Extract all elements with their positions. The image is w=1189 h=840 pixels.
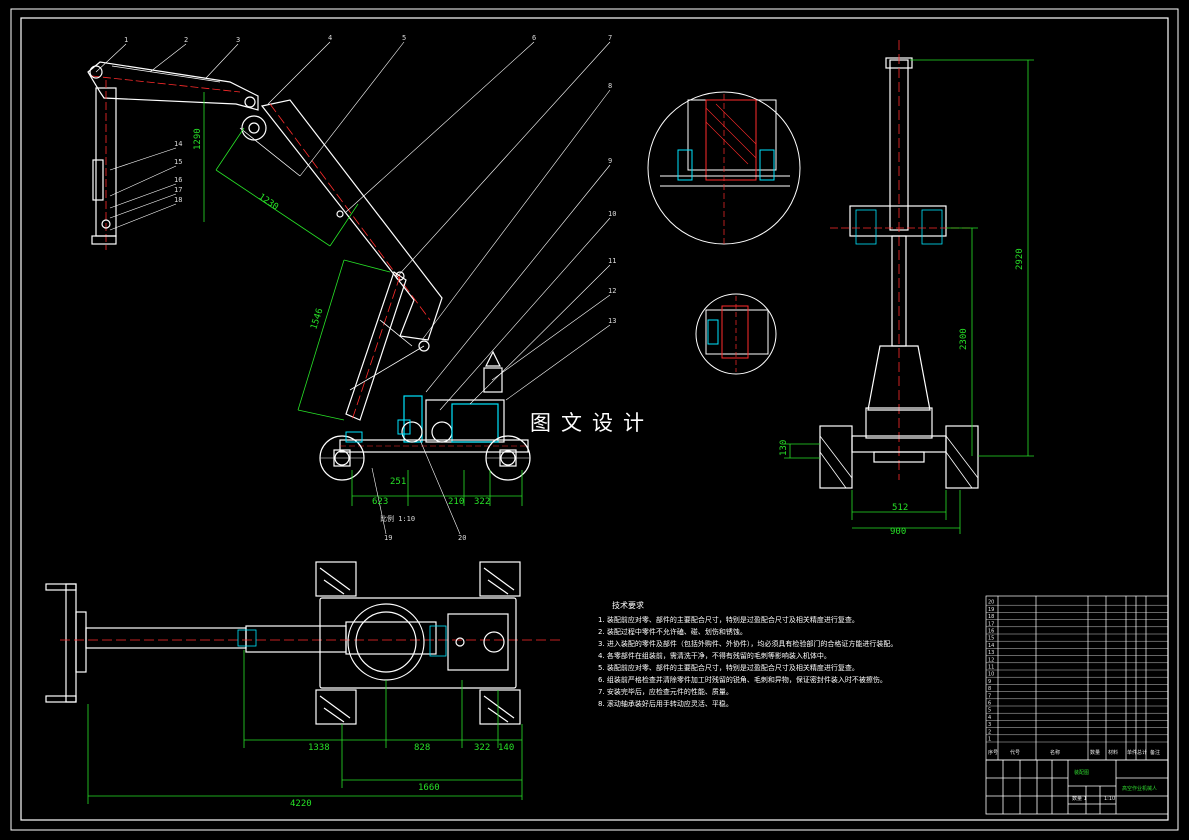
parts-row-number: 8 bbox=[988, 686, 991, 692]
requirement-line: 3. 进入装配的零件及部件（包括外购件、外协件），均必须具有检验部门的合格证方能… bbox=[598, 639, 897, 648]
parts-row-number: 7 bbox=[988, 693, 991, 699]
callout-number: 18 bbox=[174, 196, 182, 204]
callout-number: 14 bbox=[174, 140, 182, 148]
drawing-name: 高空作业机械人 bbox=[1122, 785, 1157, 792]
callout-number: 16 bbox=[174, 176, 182, 184]
outer-border bbox=[10, 8, 1179, 831]
dimension-label: 2920 bbox=[1015, 248, 1025, 270]
callout-number: 1 bbox=[124, 36, 128, 44]
parts-row-number: 18 bbox=[988, 614, 994, 620]
callout-number: 17 bbox=[174, 186, 182, 194]
requirement-line: 6. 组装前严格检查并清除零件加工时残留的锐角、毛刺和异物，保证密封件装入时不被… bbox=[598, 675, 887, 684]
parts-row-number: 6 bbox=[988, 701, 991, 707]
inner-border bbox=[20, 17, 1169, 821]
callout-number: 15 bbox=[174, 158, 182, 166]
parts-list-table bbox=[985, 595, 1169, 761]
dimension-label: 623 bbox=[372, 497, 388, 507]
side-view-leaders bbox=[95, 41, 611, 535]
callout-number: 5 bbox=[402, 34, 406, 42]
dimension-label: 828 bbox=[414, 743, 430, 753]
callout-number: 20 bbox=[458, 534, 466, 542]
technical-requirements: 1. 装配前应对零、部件的主要配合尺寸，特别是过盈配合尺寸及相关精度进行复查。 2… bbox=[598, 615, 897, 708]
dimension-label: 322 bbox=[474, 743, 490, 753]
dimension-label: 512 bbox=[892, 503, 908, 513]
parts-column-header: 名称 bbox=[1050, 749, 1060, 756]
side-view-hydraulic bbox=[345, 419, 411, 443]
parts-row-number: 4 bbox=[988, 715, 991, 721]
parts-row-number: 5 bbox=[988, 708, 991, 714]
callout-number: 9 bbox=[608, 157, 612, 165]
callout-number: 12 bbox=[608, 287, 616, 295]
parts-row-number: 9 bbox=[988, 679, 991, 685]
parts-column-header: 总计 bbox=[1137, 749, 1147, 756]
callout-number: 8 bbox=[608, 82, 612, 90]
side-view bbox=[87, 61, 531, 481]
drawing-quantity: 数量 1 bbox=[1072, 795, 1087, 802]
parts-row-number: 20 bbox=[988, 600, 994, 606]
dimension-label: 1290 bbox=[193, 128, 203, 150]
parts-column-header: 序号 bbox=[988, 749, 998, 756]
dimension-label: 251 bbox=[390, 477, 406, 487]
callout-number: 19 bbox=[384, 534, 392, 542]
dimension-label: 140 bbox=[498, 743, 514, 753]
callout-number: 3 bbox=[236, 36, 240, 44]
callout-number: 11 bbox=[608, 257, 616, 265]
front-view bbox=[819, 40, 979, 489]
front-view-dimensions bbox=[784, 59, 1034, 534]
dimension-label: 4220 bbox=[290, 799, 312, 809]
parts-row-number: 19 bbox=[988, 607, 994, 613]
parts-row-number: 10 bbox=[988, 672, 994, 678]
detail-view-a bbox=[647, 91, 801, 245]
parts-column-header: 代号 bbox=[1010, 749, 1020, 756]
dimension-label: 322 bbox=[474, 497, 490, 507]
parts-column-header: 数量 bbox=[1090, 749, 1100, 756]
dimension-label: 1230 bbox=[256, 192, 280, 212]
dimension-label: 210 bbox=[448, 497, 464, 507]
title-block bbox=[985, 759, 1169, 815]
parts-row-number: 14 bbox=[988, 643, 994, 649]
parts-row-number: 13 bbox=[988, 650, 994, 656]
parts-row-number: 1 bbox=[988, 737, 991, 743]
drawing-scale: 1:10 bbox=[1104, 796, 1115, 802]
dimension-label: 2300 bbox=[959, 328, 969, 350]
dimension-label: 1338 bbox=[308, 743, 330, 753]
requirement-line: 7. 安装完毕后，应检查元件的性能、质量。 bbox=[598, 687, 733, 696]
parts-column-header: 单件 bbox=[1127, 749, 1137, 756]
callout-number: 2 bbox=[184, 36, 188, 44]
dimension-label: 900 bbox=[890, 527, 906, 537]
requirement-line: 4. 各零部件在组装前，需清洗干净，不得有残留的毛刺等影响装入机体中。 bbox=[598, 651, 831, 660]
detail-view-b bbox=[695, 293, 777, 375]
watermark: 图文设计 bbox=[530, 411, 654, 435]
scale-note: 比例 1:10 bbox=[380, 514, 415, 523]
assembly-label: 装配图 bbox=[1074, 769, 1089, 776]
parts-row-number: 11 bbox=[988, 665, 994, 671]
parts-row-number: 12 bbox=[988, 657, 994, 663]
parts-row-number: 16 bbox=[988, 629, 994, 635]
parts-row-number: 15 bbox=[988, 636, 994, 642]
requirement-line: 5. 装配前应对零、部件的主要配合尺寸，特别是过盈配合尺寸及相关精度进行复查。 bbox=[598, 663, 859, 672]
callout-number: 4 bbox=[328, 34, 332, 42]
dimension-label: 1660 bbox=[418, 783, 440, 793]
callout-number: 13 bbox=[608, 317, 616, 325]
requirement-line: 2. 装配过程中零件不允许磕、碰、划伤和锈蚀。 bbox=[598, 627, 747, 636]
callout-number: 6 bbox=[532, 34, 536, 42]
parts-row-number: 17 bbox=[988, 621, 994, 627]
top-view-dimensions bbox=[87, 650, 523, 804]
top-view bbox=[45, 561, 560, 725]
parts-row-number: 2 bbox=[988, 729, 991, 735]
requirements-title: 技术要求 bbox=[612, 600, 644, 610]
requirement-line: 8. 滚动轴承装好后用手转动应灵活、平稳。 bbox=[598, 699, 733, 708]
callout-number: 7 bbox=[608, 34, 612, 42]
callout-number: 10 bbox=[608, 210, 616, 218]
parts-row-number: 3 bbox=[988, 722, 991, 728]
parts-column-header: 备注 bbox=[1150, 749, 1160, 756]
requirement-line: 1. 装配前应对零、部件的主要配合尺寸，特别是过盈配合尺寸及相关精度进行复查。 bbox=[598, 615, 859, 624]
side-view-dimensions bbox=[203, 92, 523, 506]
dimension-label: 130 bbox=[779, 440, 789, 456]
parts-column-header: 材料 bbox=[1108, 749, 1118, 756]
